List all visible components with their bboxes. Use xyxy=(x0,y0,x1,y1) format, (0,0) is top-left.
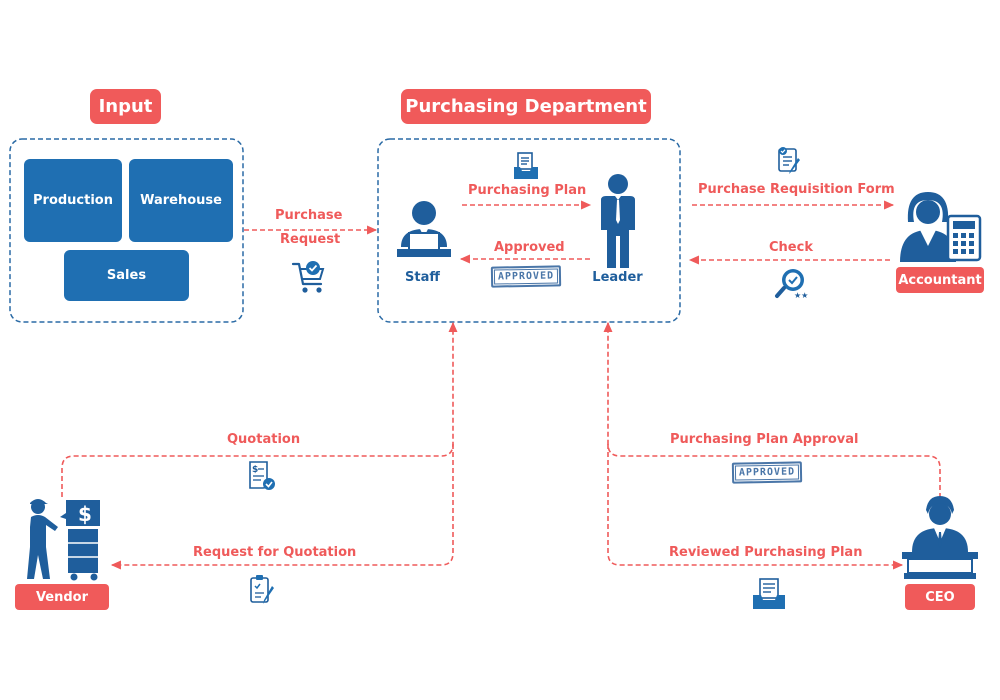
accountant-calculator-icon xyxy=(900,192,982,262)
vendor-cart-dollar-icon: $ xyxy=(27,499,100,581)
ceo-tag: CEO xyxy=(905,584,975,610)
approved-stamp-1: APPROVED xyxy=(490,265,562,288)
label-quotation: Quotation xyxy=(227,432,301,447)
ceo-at-podium-icon xyxy=(902,496,978,579)
magnifier-badge-icon: ★★ xyxy=(775,269,808,300)
label-approved: Approved xyxy=(494,240,565,255)
staff-label: Staff xyxy=(405,270,440,285)
leader-label: Leader xyxy=(592,270,643,285)
label-request: Request xyxy=(280,232,341,247)
document-tray-icon xyxy=(753,578,785,609)
leader-figure-icon xyxy=(601,174,635,268)
sales-box: Sales xyxy=(64,250,189,301)
accountant-tag: Accountant xyxy=(896,267,984,293)
arrow-quotation xyxy=(61,321,458,497)
production-box: Production xyxy=(24,159,122,242)
cart-check-icon xyxy=(291,261,325,293)
label-purchase: Purchase xyxy=(275,208,343,223)
label-requisition-form: Purchase Requisition Form xyxy=(698,182,895,197)
invoice-check-icon: $ xyxy=(249,461,275,490)
label-purchasing-plan: Purchasing Plan xyxy=(468,183,587,198)
purchasing-group-border xyxy=(377,138,681,323)
clipboard-check-icon xyxy=(778,147,800,174)
approved-stamp-2: APPROVED xyxy=(731,461,803,484)
warehouse-box: Warehouse xyxy=(129,159,233,242)
svg-text:$: $ xyxy=(252,465,258,475)
vendor-tag: Vendor xyxy=(15,584,109,610)
svg-text:$: $ xyxy=(78,502,92,526)
svg-text:★★: ★★ xyxy=(794,291,808,300)
input-header: Input xyxy=(90,89,161,124)
label-check: Check xyxy=(769,240,813,255)
clipboard-pen-icon xyxy=(250,575,274,604)
label-request-for-quotation: Request for Quotation xyxy=(193,545,357,560)
label-reviewed-plan: Reviewed Purchasing Plan xyxy=(669,545,863,560)
label-plan-approval: Purchasing Plan Approval xyxy=(670,432,859,447)
purchasing-header: Purchasing Department xyxy=(401,89,651,124)
arrow-request-quotation xyxy=(110,444,454,570)
document-tray-icon xyxy=(514,152,538,179)
arrow-reviewed-plan xyxy=(607,444,904,570)
input-group-border xyxy=(9,138,244,323)
staff-at-desk-icon xyxy=(397,201,451,257)
